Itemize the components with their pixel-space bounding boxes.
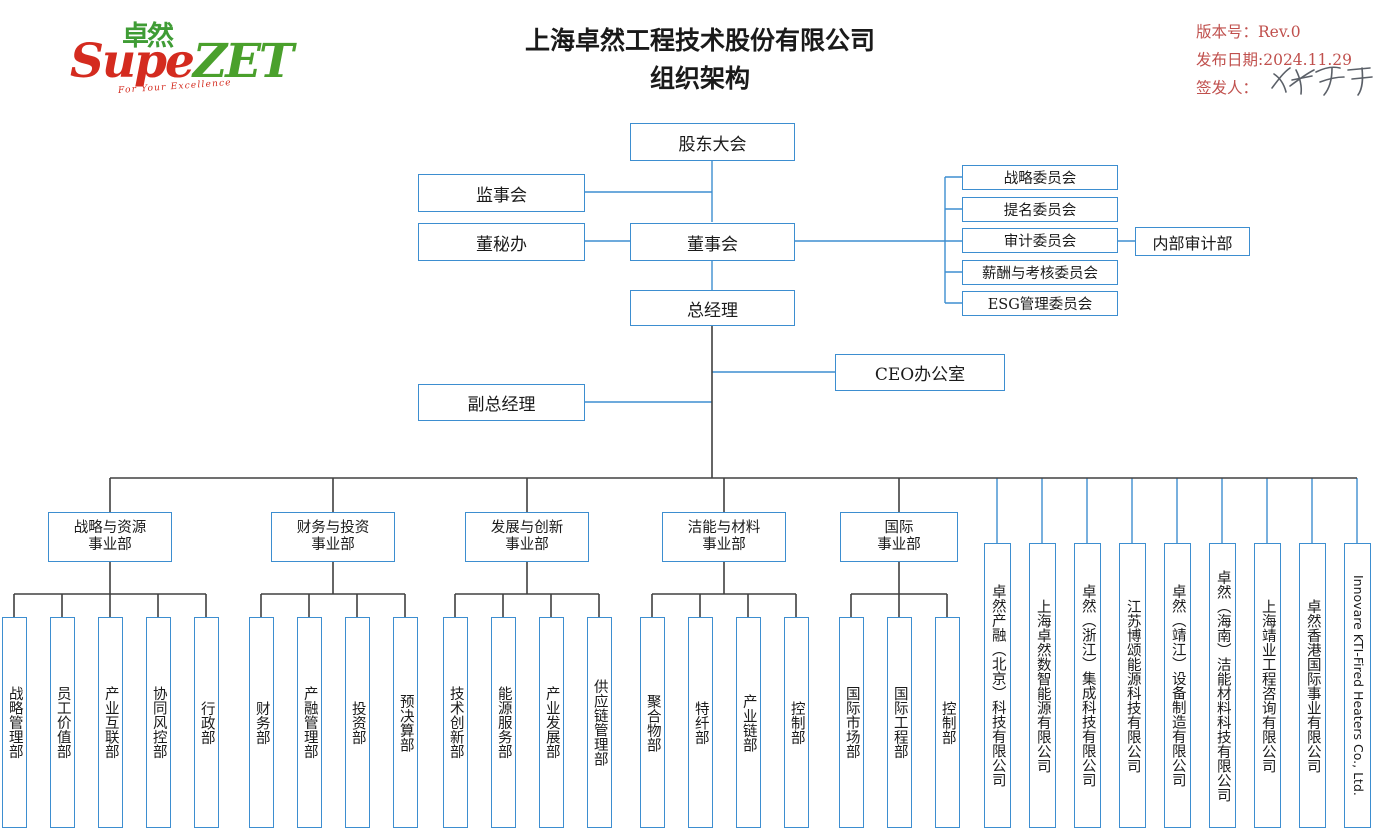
box-department-international-control[interactable]: 控制部 [935, 617, 960, 828]
box-department-collaborative-risk-control[interactable]: 协同风控部 [146, 617, 171, 828]
box-department-international-engineering[interactable]: 国际工程部 [887, 617, 912, 828]
box-supervisory-board[interactable]: 监事会 [418, 174, 585, 212]
box-department-control[interactable]: 控制部 [784, 617, 809, 828]
box-department-budget-settlement[interactable]: 预决算部 [393, 617, 418, 828]
logo-wordmark-zet: ZET [192, 34, 294, 89]
box-ceo-office[interactable]: CEO办公室 [835, 354, 1005, 391]
box-committee-audit[interactable]: 审计委员会 [962, 228, 1118, 253]
box-department-investment[interactable]: 投资部 [345, 617, 370, 828]
box-department-finance[interactable]: 财务部 [249, 617, 274, 828]
division-name-line2: 事业部 [702, 537, 746, 553]
division-name-line1: 国际 [884, 519, 914, 536]
signer-row: 签发人： [1196, 66, 1373, 102]
box-department-industry-development[interactable]: 产业发展部 [539, 617, 564, 828]
box-division-development-innovation[interactable]: 发展与创新 事业部 [465, 512, 589, 562]
division-name-line2: 事业部 [88, 537, 132, 553]
version-label: 版本号：Rev.0 [1196, 23, 1301, 41]
box-department-industry-finance-management[interactable]: 产融管理部 [297, 617, 322, 828]
page-title-line1: 上海卓然工程技术股份有限公司 [524, 26, 875, 55]
box-subsidiary-shanghai-jingye-consulting[interactable]: 上海靖业工程咨询有限公司 [1254, 543, 1281, 828]
box-subsidiary-zhuoran-zhejiang-integration[interactable]: 卓然（浙江）集成科技有限公司 [1074, 543, 1101, 828]
box-subsidiary-innovare-kti[interactable]: Innovare KTI-Fired Heaters Co., Ltd. [1344, 543, 1371, 828]
box-shareholders-meeting[interactable]: 股东大会 [630, 123, 795, 161]
box-subsidiary-zhuoran-jingjiang-equipment[interactable]: 卓然（靖江）设备制造有限公司 [1164, 543, 1191, 828]
box-subsidiary-shanghai-shuzhi-energy[interactable]: 上海卓然数智能源有限公司 [1029, 543, 1056, 828]
box-subsidiary-zhuoran-hainan-materials[interactable]: 卓然（海南）洁能材料科技有限公司 [1209, 543, 1236, 828]
logo-chinese-text: 卓然 [122, 21, 174, 52]
division-name-line1: 发展与创新 [490, 519, 564, 536]
issue-date-label: 发布日期:2024.11.29 [1196, 51, 1352, 69]
box-division-clean-energy-materials[interactable]: 洁能与材料 事业部 [662, 512, 786, 562]
division-name-line2: 事业部 [877, 537, 921, 553]
division-name-line1: 战略与资源 [73, 519, 147, 536]
division-name-line1: 财务与投资 [296, 519, 370, 536]
box-division-finance-investment[interactable]: 财务与投资 事业部 [271, 512, 395, 562]
box-internal-audit-department[interactable]: 内部审计部 [1135, 227, 1250, 256]
page-title: 上海卓然工程技术股份有限公司 组织架构 [430, 22, 970, 98]
box-division-international[interactable]: 国际 事业部 [840, 512, 958, 562]
box-department-supply-chain-management[interactable]: 供应链管理部 [587, 617, 612, 828]
document-metadata: 版本号：Rev.0 发布日期:2024.11.29 签发人： [1196, 18, 1373, 102]
division-name-line2: 事业部 [311, 537, 355, 553]
box-subsidiary-zhuoran-hongkong-international[interactable]: 卓然香港国际事业有限公司 [1299, 543, 1326, 828]
box-department-technology-innovation[interactable]: 技术创新部 [443, 617, 468, 828]
box-board-secretary-office[interactable]: 董秘办 [418, 223, 585, 261]
box-deputy-general-manager[interactable]: 副总经理 [418, 384, 585, 421]
box-committee-nomination[interactable]: 提名委员会 [962, 197, 1118, 222]
signature-image [1271, 66, 1373, 96]
box-general-manager[interactable]: 总经理 [630, 290, 795, 326]
box-committee-esg[interactable]: ESG管理委员会 [962, 291, 1118, 316]
box-committee-remuneration[interactable]: 薪酬与考核委员会 [962, 260, 1118, 285]
box-department-international-market[interactable]: 国际市场部 [839, 617, 864, 828]
page-title-line2: 组织架构 [649, 64, 750, 93]
box-committee-strategy[interactable]: 战略委员会 [962, 165, 1118, 190]
box-department-employee-value[interactable]: 员工价值部 [50, 617, 75, 828]
signer-label: 签发人： [1196, 79, 1259, 97]
division-name-line1: 洁能与材料 [687, 519, 761, 536]
division-name-line2: 事业部 [505, 537, 549, 553]
box-department-administration[interactable]: 行政部 [194, 617, 219, 828]
box-department-specialty-fiber[interactable]: 特纤部 [688, 617, 713, 828]
logo-wordmark: SupeZET [70, 34, 294, 89]
box-department-industry-interconnect[interactable]: 产业互联部 [98, 617, 123, 828]
box-subsidiary-jiangsu-bosong-energy[interactable]: 江苏博颂能源科技有限公司 [1119, 543, 1146, 828]
box-department-strategy-management[interactable]: 战略管理部 [2, 617, 27, 828]
box-subsidiary-zhuoran-chanrong-beijing[interactable]: 卓然产融（北京）科技有限公司 [984, 543, 1011, 828]
logo-wordmark-supe: Supe [70, 34, 195, 89]
box-department-energy-services[interactable]: 能源服务部 [491, 617, 516, 828]
box-board-of-directors[interactable]: 董事会 [630, 223, 795, 261]
company-logo: 卓然 SupeZET For Your Excellence [70, 14, 294, 98]
box-division-strategy-resources[interactable]: 战略与资源 事业部 [48, 512, 172, 562]
box-department-industry-chain[interactable]: 产业链部 [736, 617, 761, 828]
box-department-polymer[interactable]: 聚合物部 [640, 617, 665, 828]
